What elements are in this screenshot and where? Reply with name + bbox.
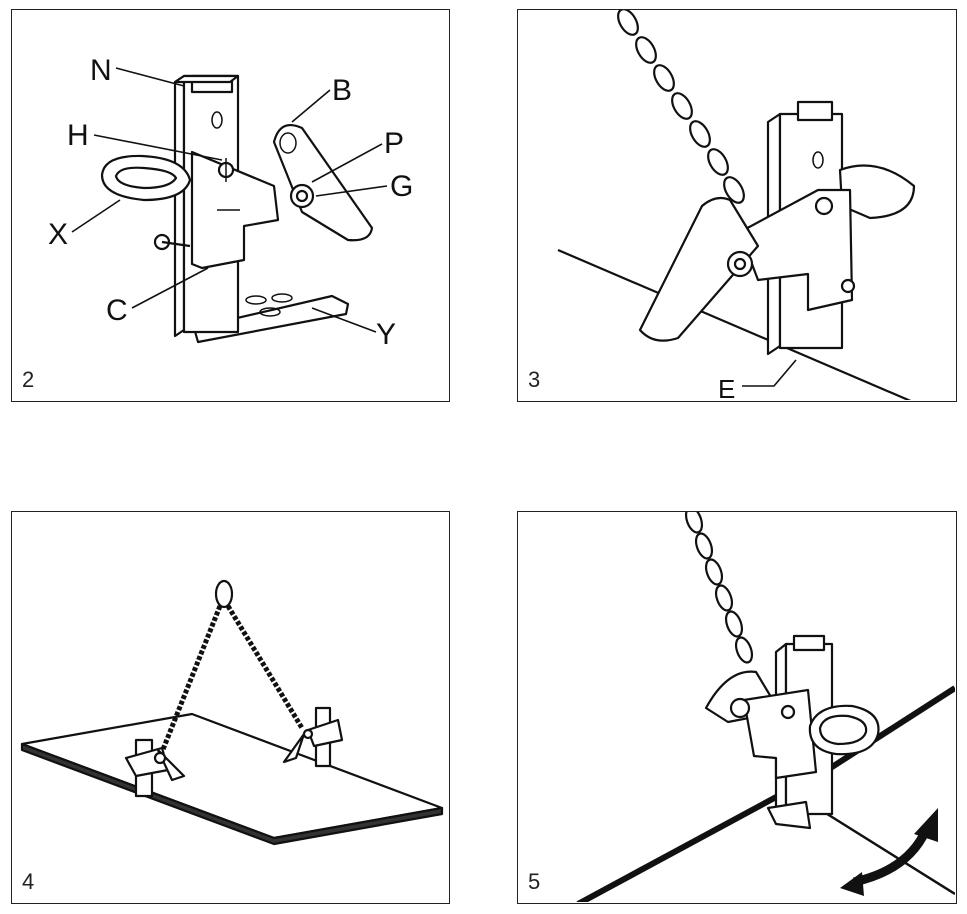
label-b: B [332, 74, 352, 107]
panel-number: 2 [22, 367, 35, 392]
plate-edge [557, 248, 912, 400]
label-x: X [48, 218, 68, 251]
clamp-icon [282, 706, 344, 768]
label-e: E [718, 374, 735, 400]
plate-edge [576, 793, 780, 902]
panel-3: E 3 [517, 9, 957, 402]
chain-icon [617, 10, 745, 204]
panel-2: N B H P G X C Y 2 [11, 9, 450, 402]
panel-5: 5 [517, 511, 957, 904]
label-c: C [106, 294, 128, 327]
label-h: H [67, 119, 89, 152]
clamp-parts-diagram: N B H P G X C Y [48, 54, 413, 351]
clamp-jaw [638, 196, 760, 342]
panel-number: 5 [528, 869, 541, 894]
clamp-body [742, 688, 818, 780]
clamp-column [173, 74, 186, 338]
plate-lift-diagram [20, 579, 444, 846]
chain-icon [684, 512, 754, 664]
plate-rotate-diagram [576, 512, 955, 902]
label-y: Y [376, 318, 396, 351]
lifting-ring [214, 579, 234, 609]
clamp-attach-diagram: E [557, 10, 916, 400]
panel-number: 4 [22, 869, 35, 894]
label-n: N [90, 54, 112, 87]
label-p: P [384, 127, 404, 160]
chain-icon [159, 605, 223, 753]
clamp-icon [124, 738, 186, 798]
panel-4: 4 [11, 511, 450, 904]
rotation-arrow-icon [852, 828, 931, 887]
clamp-body [738, 188, 854, 312]
jaw-b [272, 124, 374, 242]
label-g: G [390, 170, 413, 203]
panel-number: 3 [528, 367, 541, 392]
